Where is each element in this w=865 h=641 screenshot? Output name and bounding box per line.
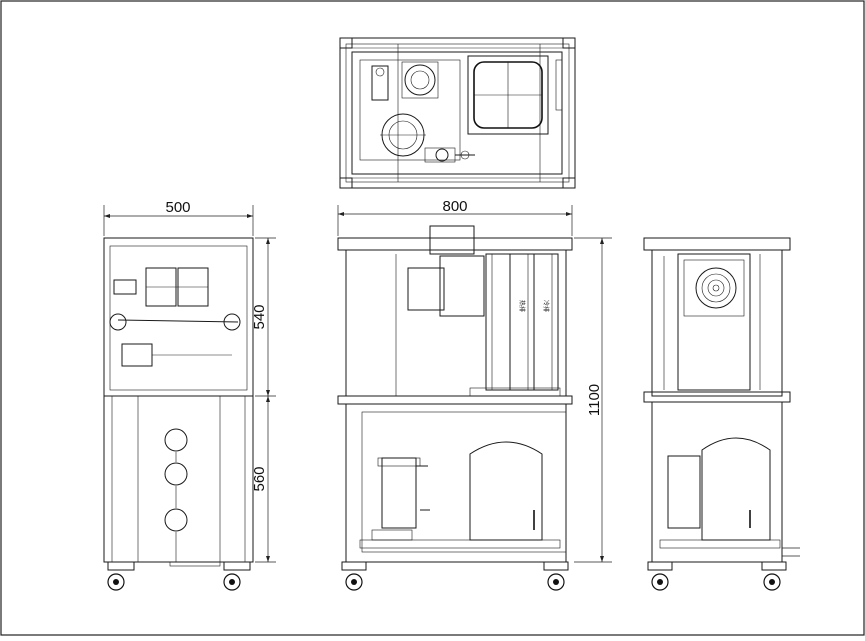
label-hot-side: 热排 [518, 300, 526, 312]
label-cold-side: 冷排 [542, 300, 550, 312]
front-view: 800 热排 冷排 1100 [337, 198, 612, 591]
dim-bottom-height: 560 [251, 466, 268, 491]
dim-front-width: 800 [442, 198, 467, 215]
dim-total-height: 1100 [586, 384, 603, 416]
top-view [339, 37, 576, 189]
dim-top-height: 540 [251, 304, 268, 329]
right-view [643, 237, 800, 591]
dim-side-width: 500 [165, 199, 190, 216]
side-view: 500 540 560 [103, 199, 276, 591]
